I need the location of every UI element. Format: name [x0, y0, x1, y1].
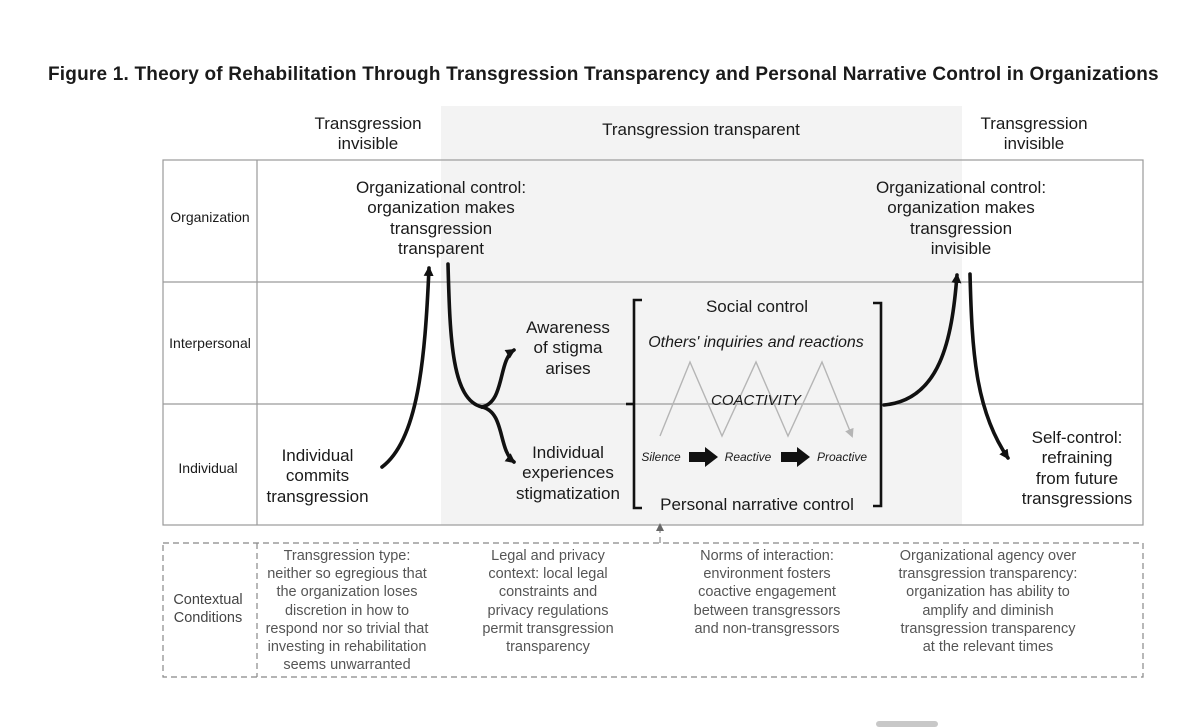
label-contextual-conditions: Contextual Conditions [173, 592, 243, 627]
node-org-control-invisible: Organizational control: organization mak… [875, 178, 1047, 259]
node-experiences-stigmatization: Individual experiences stigmatization [516, 443, 620, 503]
figure-title: Figure 1. Theory of Rehabilitation Throu… [48, 64, 1159, 85]
arrow-bracket-to-org [882, 273, 962, 407]
node-individual-commits: Individual commits transgression [266, 446, 369, 506]
node-self-control: Self-control: refraining from future tra… [1021, 428, 1133, 509]
arrow-org-down [446, 262, 484, 409]
row-label-organization: Organization [170, 209, 250, 225]
row-label-individual: Individual [178, 460, 238, 476]
label-proactive: Proactive [816, 450, 868, 464]
label-silence: Silence [641, 450, 681, 464]
arrow-org-to-selfcontrol [968, 272, 1010, 460]
label-others-inquiries: Others' inquiries and reactions [648, 334, 864, 351]
arrow-to-awareness [480, 348, 516, 409]
node-org-control-transparent: Organizational control: organization mak… [355, 178, 527, 259]
context-legal-privacy: Legal and privacy context: local legal c… [482, 548, 614, 656]
right-bracket [873, 301, 883, 508]
coactivity-zigzag [659, 360, 854, 438]
label-reactive: Reactive [724, 450, 772, 464]
header-transgression-invisible-right: Transgression invisible [980, 114, 1088, 153]
header-transgression-transparent: Transgression transparent [602, 120, 800, 139]
arrow-to-experiences [480, 405, 516, 464]
header-transgression-invisible-left: Transgression invisible [314, 114, 422, 153]
grid-lines [162, 159, 1144, 526]
context-organizational-agency: Organizational agency over transgression… [898, 548, 1078, 656]
arrow-reactive-to-proactive [781, 447, 810, 467]
arrow-silence-to-reactive [689, 447, 718, 467]
arrow-commits-to-org [380, 266, 434, 469]
context-transgression-type: Transgression type: neither so egregious… [265, 548, 429, 674]
context-link-arrowhead [656, 523, 664, 531]
label-social-control: Social control [705, 297, 809, 316]
row-label-interpersonal: Interpersonal [169, 335, 251, 351]
label-coactivity: COACTIVITY [710, 392, 801, 409]
contextual-box [162, 530, 1144, 678]
label-personal-narrative-control: Personal narrative control [660, 495, 854, 514]
scrollbar-thumb[interactable] [876, 721, 938, 727]
node-awareness-of-stigma: Awareness of stigma arises [526, 318, 610, 378]
context-norms-of-interaction: Norms of interaction: environment foster… [693, 548, 841, 637]
